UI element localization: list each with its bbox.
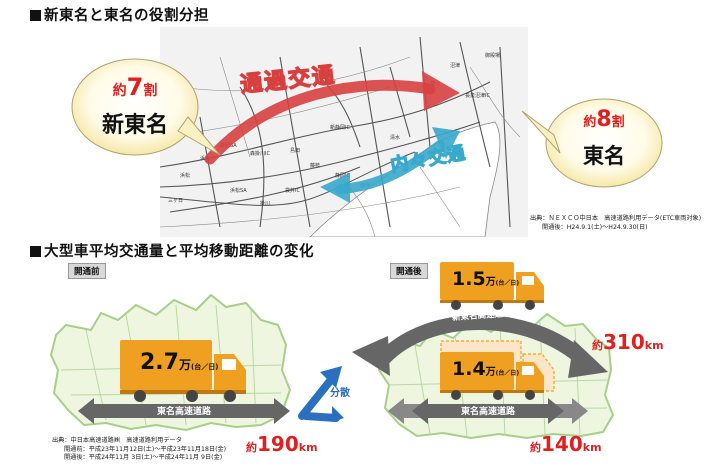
svg-text:清水: 清水 (390, 134, 400, 141)
road-before-label: 東名高速道路 (156, 407, 211, 417)
bubble-left-shape (71, 58, 221, 156)
truck-after-1: 1.5万(台／日) (440, 262, 550, 310)
svg-text:静岡IC: 静岡IC (335, 172, 350, 179)
road-map: 静岡SA 浜北 森掛川IC 島田 藤枝 新静岡IC 静岡IC 清水 富士 沼津 … (159, 27, 528, 238)
bubble-right-ratio: 約8割 (583, 107, 625, 132)
badge-before: 開通前 (68, 263, 106, 279)
truck-icon (440, 352, 544, 400)
truck-icon (120, 340, 246, 402)
truck-after2-per: (台／日) (495, 370, 520, 377)
truck-before-num: 2.7 (140, 350, 179, 375)
svg-text:浜松SA: 浜松SA (230, 187, 247, 194)
truck-after1-unit: 万 (485, 277, 496, 288)
truck-after2-num: 1.4 (452, 358, 486, 380)
truck-after2-unit: 万 (485, 367, 496, 378)
distance-new-tomei: 約310km (592, 330, 664, 354)
svg-text:沼津: 沼津 (450, 62, 460, 69)
section-title-text: 大型車平均交通量と平均移動距離の変化 (44, 244, 314, 260)
split-label: 分散 (330, 388, 350, 399)
bubble-tomei: 約8割 東名 (520, 95, 665, 190)
truck-before: 2.7万(台／日) (120, 340, 250, 402)
section-title-text: 新東名と東名の役割分担 (44, 8, 209, 24)
traffic-source: 出典：中日本高速道路㈱ 高速道路利用データ 開通前：平成23年11月12日(土)… (52, 437, 227, 462)
svg-text:御殿場: 御殿場 (485, 52, 500, 59)
through-traffic-arrow (204, 71, 460, 203)
svg-text:島田: 島田 (290, 147, 300, 154)
badge-after: 開通後 (390, 263, 428, 279)
split-arrow-icon (298, 366, 344, 422)
svg-text:浜松: 浜松 (180, 172, 190, 179)
bubble-right-road: 東名 (583, 144, 625, 168)
bubble-left-ratio: 約7割 (112, 73, 158, 101)
svg-text:袋井IC: 袋井IC (285, 187, 300, 194)
road-arrow-after (388, 398, 588, 424)
map-source: 出典：ＮＥＸＣＯ中日本 高速道路利用データ(ETC車両対象) 開通後：H24.9… (530, 215, 702, 231)
truck-before-per: (台／日) (191, 363, 219, 371)
svg-text:掛川: 掛川 (260, 200, 270, 207)
truck-icon (440, 262, 544, 310)
road-map-svg: 静岡SA 浜北 森掛川IC 島田 藤枝 新静岡IC 静岡IC 清水 富士 沼津 … (159, 27, 528, 238)
truck-before-unit: 万 (178, 358, 191, 372)
truck-after-2: 1.4万(台／日) (440, 352, 550, 400)
truck-after1-num: 1.5 (452, 268, 486, 290)
distance-tomei: 約140km (530, 432, 602, 456)
bubble-left-road: 新東名 (101, 113, 168, 138)
svg-text:森掛川IC: 森掛川IC (250, 150, 270, 157)
bubble-right-shape (521, 98, 663, 188)
svg-text:藤枝: 藤枝 (310, 162, 320, 169)
section-title-role: 新東名と東名の役割分担 (30, 4, 209, 25)
truck-after1-per: (台／日) (495, 280, 520, 287)
bubble-new-tomei: 約7割 新東名 (70, 55, 230, 160)
svg-text:三ヶ日: 三ヶ日 (168, 198, 183, 204)
section-title-traffic: 大型車平均交通量と平均移動距離の変化 (30, 240, 314, 261)
svg-text:長泉沼津IC: 長泉沼津IC (465, 92, 490, 99)
square-bullet-icon (30, 246, 41, 257)
distance-before: 約190km (246, 432, 318, 456)
road-old-label: 東名高速道路 (460, 407, 515, 417)
square-bullet-icon (30, 10, 41, 21)
road-arc-new-tomei (352, 315, 608, 378)
road-arrow-before (78, 398, 290, 424)
svg-text:新静岡IC: 新静岡IC (330, 124, 350, 131)
